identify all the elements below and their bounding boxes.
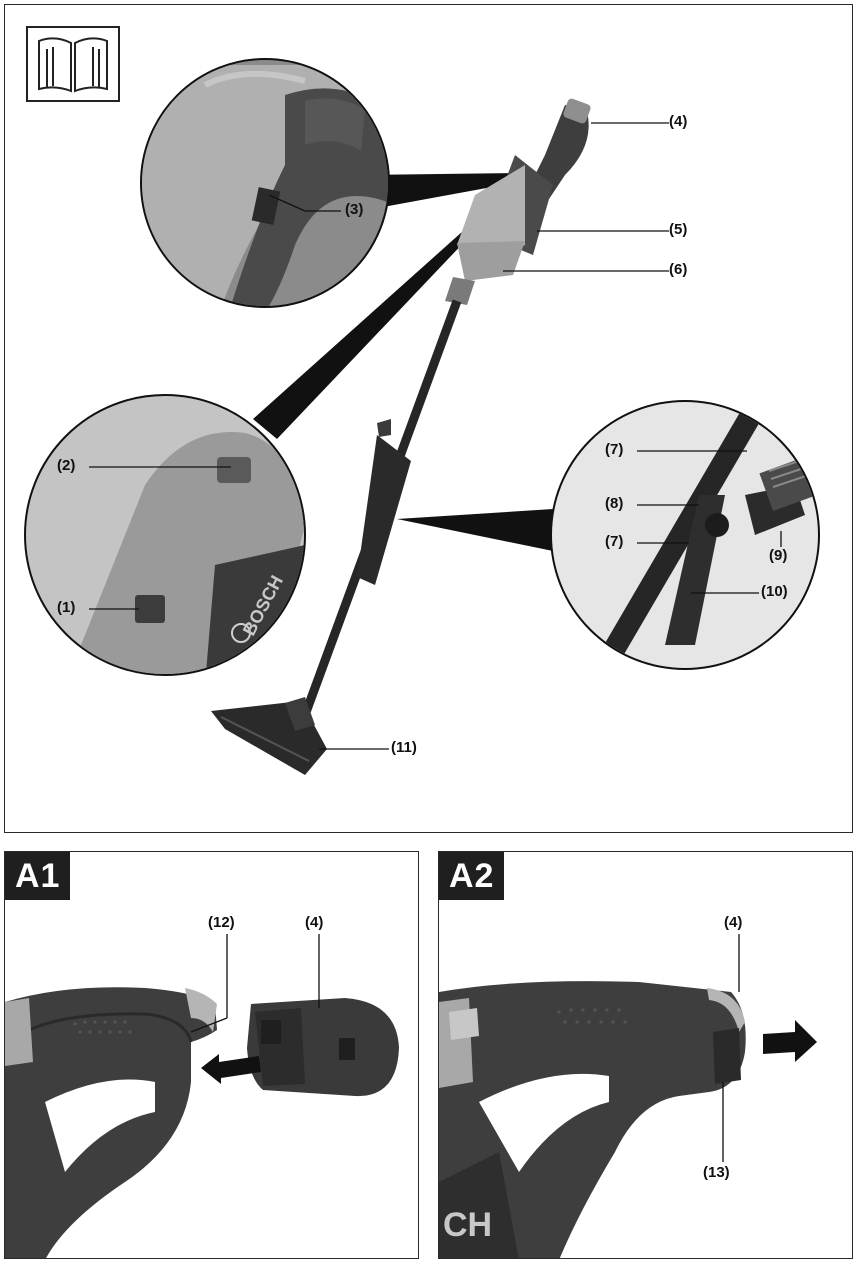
callout-1: (1) <box>57 599 76 616</box>
callout-a1-4: (4) <box>305 914 324 931</box>
overview-panel: BOSCH EasyVac 12 <box>4 4 853 833</box>
arrow-right-icon <box>763 1020 817 1062</box>
callout-10: (10) <box>761 583 788 600</box>
callout-12: (12) <box>208 914 235 931</box>
leader-lines <box>89 122 782 750</box>
zoom-circle-right <box>550 400 820 670</box>
panel-a2-illustration: CH <box>439 934 817 1258</box>
zoom-wedge-top <box>357 173 525 207</box>
open-book-icon <box>26 26 120 102</box>
callout-2: (2) <box>57 457 76 474</box>
callout-4: (4) <box>669 113 688 130</box>
callout-9: (9) <box>769 547 788 564</box>
panel-a1-tag: A1 <box>5 852 71 900</box>
callout-13: (13) <box>703 1164 730 1181</box>
brand-partial-label: CH <box>443 1206 492 1244</box>
zoom-wedge-right <box>397 509 553 551</box>
vacuum-device <box>211 98 591 775</box>
callout-a2-4: (4) <box>724 914 743 931</box>
arrow-left-icon <box>201 1054 261 1084</box>
zoom-circle-top <box>140 58 390 308</box>
callout-7-upper: (7) <box>605 441 624 458</box>
zoom-circle-left: BOSCH EasyVac 12 <box>24 394 306 676</box>
grip-texture <box>73 1020 132 1034</box>
zoom-wedge-left <box>253 231 469 439</box>
panel-a1-illustration <box>5 934 399 1258</box>
callout-8: (8) <box>605 495 624 512</box>
callout-3: (3) <box>345 201 364 218</box>
callout-5: (5) <box>669 221 688 238</box>
panel-a2-tag: A2 <box>439 852 505 900</box>
callout-6: (6) <box>669 261 688 278</box>
panel-a1: A1 (12) (4) <box>4 851 419 1259</box>
grip-texture <box>557 1008 627 1024</box>
overview-illustration: BOSCH EasyVac 12 <box>24 26 820 775</box>
callout-11: (11) <box>391 739 417 756</box>
panel-a2: A2 CH (4) (13) <box>438 851 853 1259</box>
callout-7-lower: (7) <box>605 533 624 550</box>
